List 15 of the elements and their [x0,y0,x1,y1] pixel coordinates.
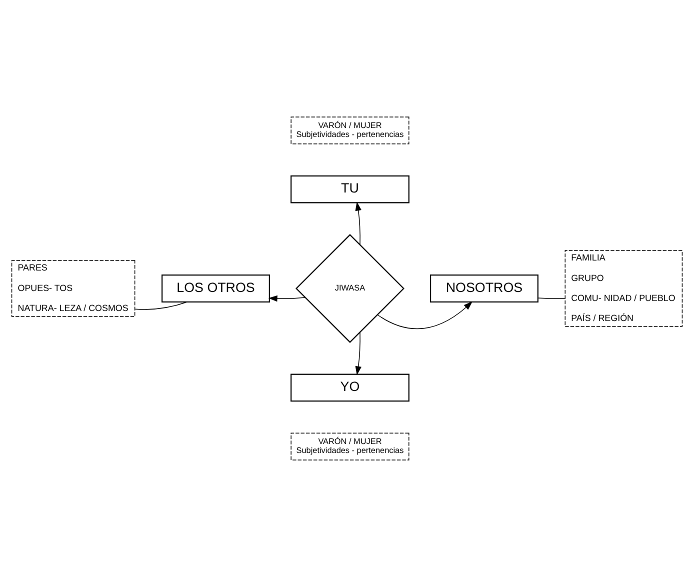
connector [134,302,188,310]
node-box: TU [290,175,410,204]
node-box: VARÓN / MUJER Subjetividades - pertenencias [290,116,410,144]
node-box: LOS OTROS [162,274,270,302]
arrow [355,202,362,246]
node-box: YO [290,374,410,402]
arrow [355,332,362,376]
arrow [268,295,306,302]
arrow [377,301,473,330]
connector [538,298,566,299]
node-box: VARÓN / MUJER Subjetividades - pertenencias [290,432,410,460]
node-box: NOSOTROS [430,274,538,302]
node-diamond: JIWASA [296,234,404,343]
node-box: PARES OPUES- TOS NATURA- LEZA / COSMOS [11,260,136,317]
node-box: FAMILIA GRUPO COMU- NIDAD / PUEBLO PAÍS / REGIÓN [564,250,683,327]
